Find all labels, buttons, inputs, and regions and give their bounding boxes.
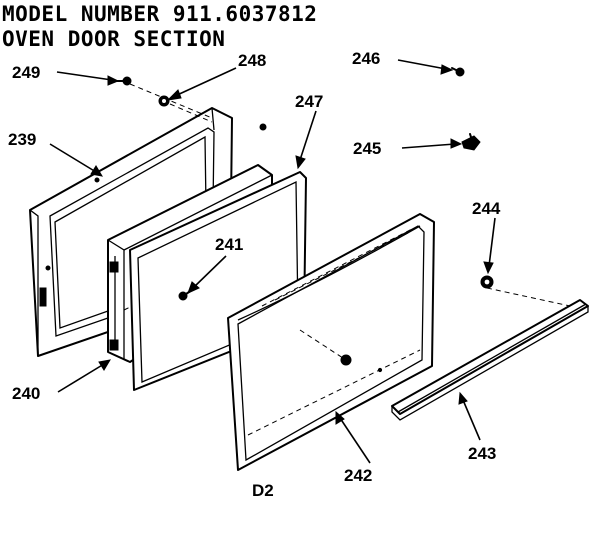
callout-245: 245 bbox=[353, 139, 381, 158]
section-title: OVEN DOOR SECTION bbox=[2, 27, 226, 51]
callout-247: 247 bbox=[295, 92, 323, 111]
callout-240: 240 bbox=[12, 384, 40, 403]
callout-248: 248 bbox=[238, 51, 266, 70]
part-248-nut bbox=[158, 95, 170, 107]
callout-239: 239 bbox=[8, 130, 36, 149]
part-242-outer-door-panel bbox=[227, 213, 435, 471]
assembly-lines bbox=[129, 83, 571, 361]
model-number-title: MODEL NUMBER 911.6037812 bbox=[2, 2, 318, 26]
part-243-trim-strip bbox=[391, 299, 589, 421]
part-246-screw bbox=[451, 67, 465, 77]
part-244-spacer bbox=[480, 275, 494, 289]
callout-243: 243 bbox=[468, 444, 496, 463]
callout-249: 249 bbox=[12, 63, 40, 82]
hardware-stud bbox=[259, 123, 267, 131]
callout-leaders bbox=[49, 59, 496, 464]
callout-244: 244 bbox=[472, 199, 501, 218]
callout-241: 241 bbox=[215, 235, 243, 254]
callout-242: 242 bbox=[344, 466, 372, 485]
diagram-code: D2 bbox=[252, 481, 274, 500]
part-245-clip bbox=[461, 133, 481, 151]
callout-246: 246 bbox=[352, 49, 380, 68]
